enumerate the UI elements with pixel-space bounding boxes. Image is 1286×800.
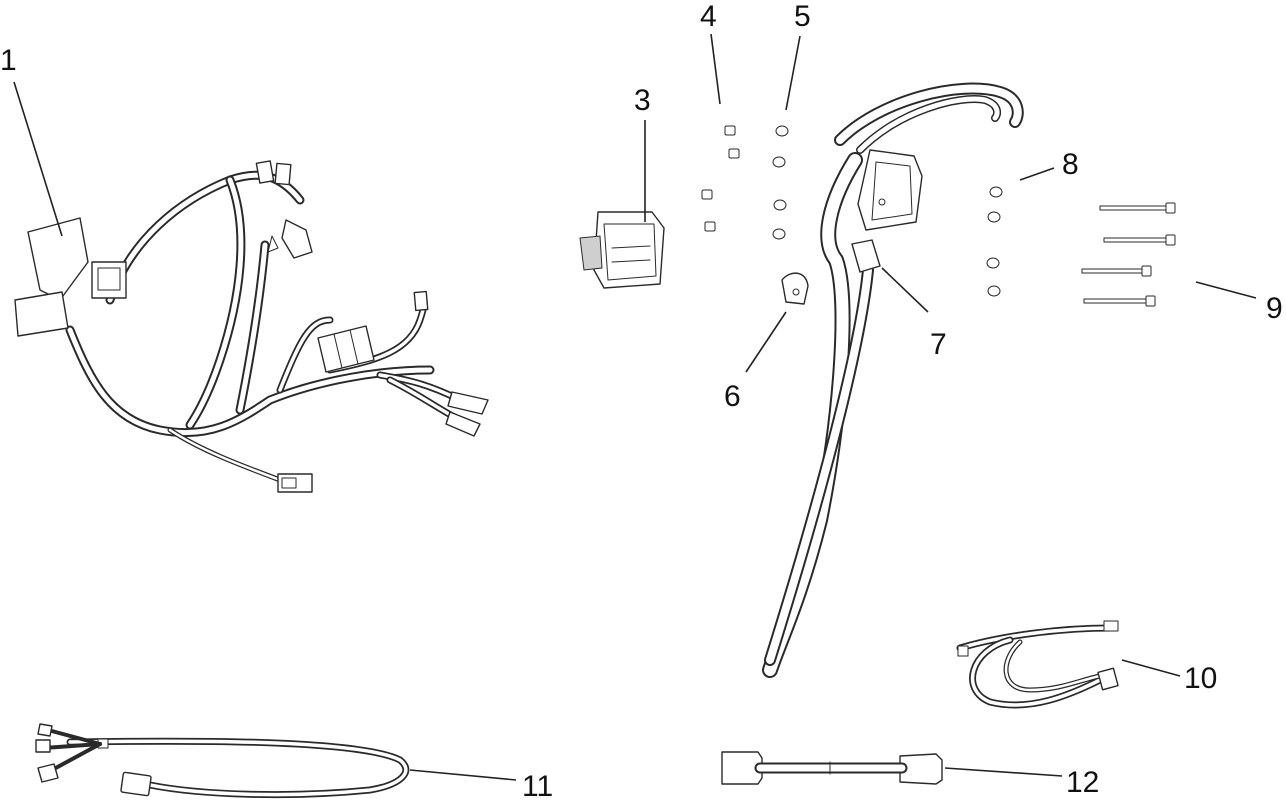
leader-lines <box>13 33 1257 781</box>
part-10-small-harness <box>956 620 1119 709</box>
leader-5 <box>785 35 801 111</box>
leader-4 <box>710 33 721 105</box>
part-12-connector-cable <box>721 751 943 785</box>
callout-1: 1 <box>0 44 17 77</box>
callout-5: 5 <box>794 0 811 33</box>
leader-9 <box>1195 281 1257 299</box>
callout-11: 11 <box>522 770 553 800</box>
leader-8 <box>1019 167 1055 181</box>
callout-9: 9 <box>1266 292 1283 325</box>
callout-12: 12 <box>1066 766 1099 799</box>
leader-1 <box>13 81 63 237</box>
callout-3: 3 <box>634 84 651 117</box>
callout-6: 6 <box>724 380 741 413</box>
leader-12 <box>944 767 1063 777</box>
part-11-cable <box>35 723 410 799</box>
leader-11 <box>409 769 517 781</box>
callout-7: 7 <box>930 328 947 361</box>
callout-8: 8 <box>1062 148 1079 181</box>
callout-4: 4 <box>700 0 717 33</box>
callout-10: 10 <box>1184 662 1217 695</box>
leader-7 <box>881 267 929 313</box>
part-9-screws <box>1081 202 1176 307</box>
part-5-washers <box>772 125 789 240</box>
part-6-bracket-clip <box>781 272 809 305</box>
part-3-switch-housing <box>579 211 665 289</box>
part-8-washers <box>986 186 1003 297</box>
part-7-switch-assembly <box>762 82 1024 678</box>
part-1-wiring-harness <box>14 160 489 493</box>
part-4-nuts <box>701 125 740 232</box>
leader-6 <box>745 311 787 373</box>
leader-10 <box>1121 659 1181 677</box>
